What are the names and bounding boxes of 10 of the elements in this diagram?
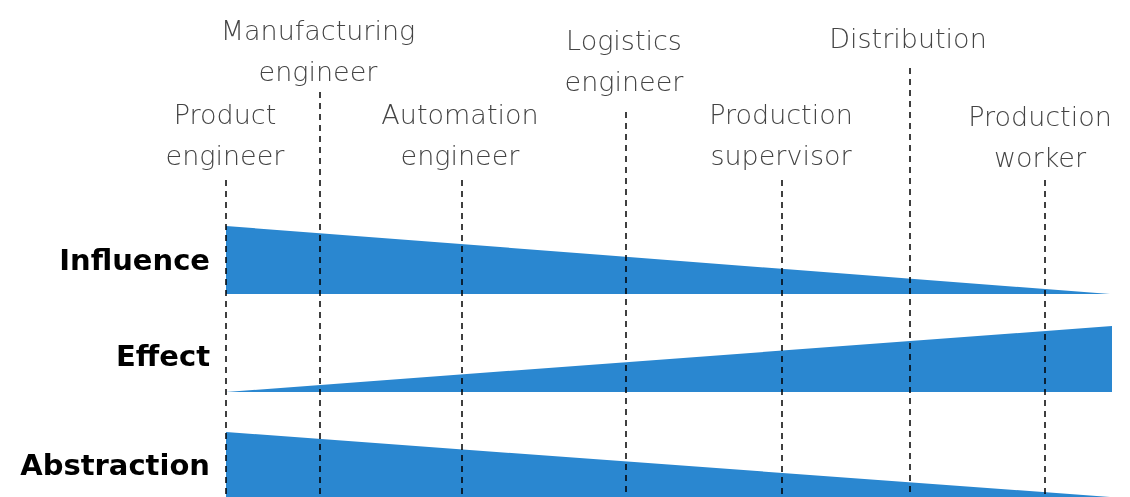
column-heading: Product engineer (164, 98, 286, 173)
row-label: Abstraction (19, 447, 210, 483)
column-heading: Logistics engineer (563, 24, 685, 99)
column-heading: Production worker (967, 100, 1113, 175)
row-label: Influence (58, 242, 210, 278)
column-heading: Automation engineer (380, 98, 540, 173)
column-heading: Manufacturing engineer (219, 14, 417, 89)
column-heading: Distribution (828, 22, 988, 56)
row-label: Effect (114, 338, 210, 374)
column-heading: Production supervisor (708, 98, 854, 173)
